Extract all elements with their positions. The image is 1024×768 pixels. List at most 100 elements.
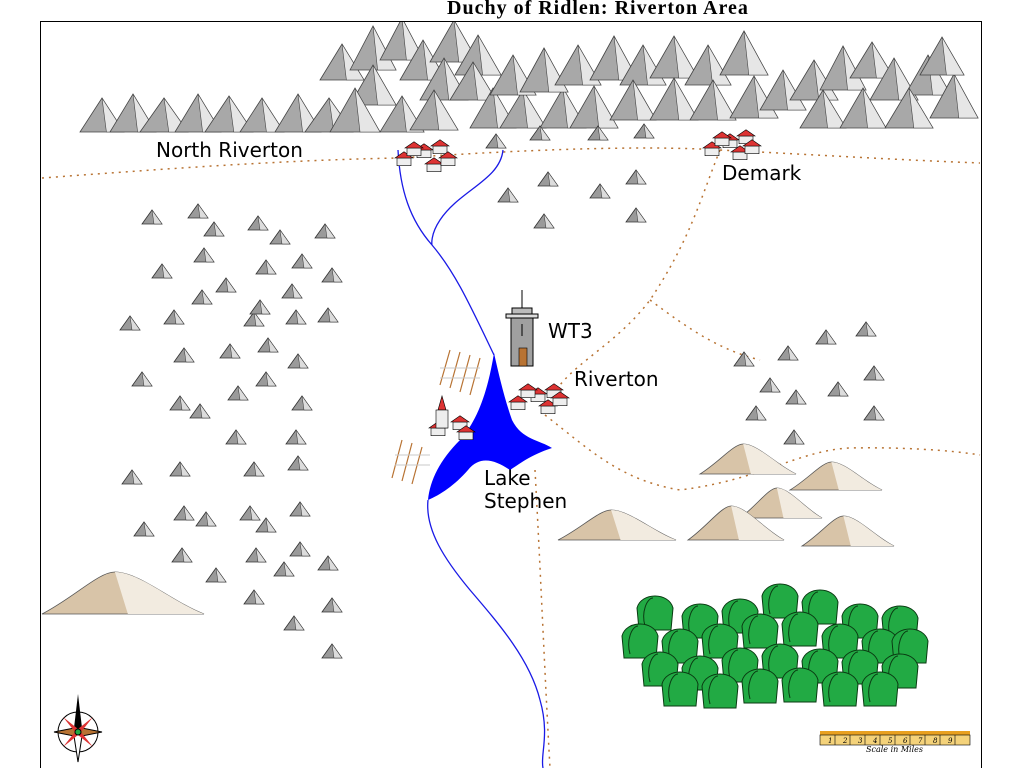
road-branch-east	[649, 299, 761, 361]
mountain-icon	[319, 43, 365, 81]
mountain-icon	[689, 79, 737, 121]
rock-icon	[827, 381, 849, 397]
rock-icon	[205, 567, 227, 583]
watchtower-icon	[505, 290, 539, 367]
rock-icon	[815, 329, 837, 345]
rock-icon	[281, 283, 303, 299]
forest	[621, 583, 929, 709]
scale-caption: Scale in Miles	[866, 745, 923, 754]
mountain-icon	[839, 87, 887, 129]
tree-icon	[741, 668, 779, 704]
rock-icon	[317, 307, 339, 323]
rock-icon	[777, 345, 799, 361]
scale-tick-label: 8	[933, 737, 938, 745]
rock-icon	[283, 615, 305, 631]
rock-icon	[119, 315, 141, 331]
scale-tick-label: 4	[872, 737, 877, 745]
tree-icon	[636, 595, 674, 631]
rock-icon	[287, 455, 309, 471]
scale-tick-label: 9	[948, 737, 953, 745]
rock-icon	[783, 429, 805, 445]
rock-icon	[255, 259, 277, 275]
map-frame	[40, 21, 982, 768]
rock-icon	[625, 169, 647, 185]
rock-icon	[189, 403, 211, 419]
rock-icon	[151, 263, 173, 279]
rock-icon	[633, 123, 655, 139]
lake-stephen	[428, 353, 552, 500]
rock-icon	[759, 377, 781, 393]
rock-icon	[247, 215, 269, 231]
rock-icon	[173, 505, 195, 521]
hill-icon	[738, 487, 823, 519]
rock-icon	[243, 461, 265, 477]
tree-icon	[661, 671, 699, 707]
rock-icon	[203, 221, 225, 237]
village-icon	[394, 139, 458, 172]
mountain-icon	[379, 95, 425, 133]
mountain-icon	[819, 45, 867, 91]
rock-icon	[141, 209, 163, 225]
rock-icon	[287, 353, 309, 369]
rock-icon	[321, 267, 343, 283]
rock-icon	[255, 371, 277, 387]
tree-icon	[701, 623, 739, 659]
rock-icon	[191, 289, 213, 305]
scale-tick-label: 1	[828, 737, 832, 745]
hill-icon	[686, 505, 785, 541]
rock-icon	[533, 213, 555, 229]
mountain-range	[79, 22, 979, 133]
rock-icon	[163, 309, 185, 325]
rock-icon	[255, 517, 277, 533]
tree-icon	[861, 671, 899, 707]
rock-icon	[317, 555, 339, 571]
rock-icon	[257, 337, 279, 353]
mountain-icon	[719, 30, 769, 76]
scale-tick-label: 7	[918, 737, 923, 745]
tree-icon	[821, 623, 859, 659]
rock-icon	[225, 429, 247, 445]
mountain-icon	[329, 87, 381, 133]
rock-icon	[529, 125, 551, 141]
rock-icon	[785, 389, 807, 405]
mountain-icon	[499, 89, 547, 129]
hills	[41, 443, 895, 615]
rock-icon	[187, 203, 209, 219]
rock-icon	[745, 405, 767, 421]
label-demark: Demark	[722, 161, 802, 185]
hill-icon	[788, 461, 883, 491]
scale-tick-label: 5	[888, 737, 893, 745]
tree-icon	[741, 613, 779, 649]
village-icon	[508, 383, 570, 414]
villages	[394, 129, 762, 440]
rock-icon	[587, 125, 609, 141]
tree-icon	[701, 673, 739, 709]
rock-icon	[239, 505, 261, 521]
rock-icon	[863, 365, 885, 381]
rock-icon	[273, 561, 295, 577]
rock-icon	[733, 351, 755, 367]
rock-icon	[863, 405, 885, 421]
mountain-icon	[919, 36, 965, 76]
rock-icon	[227, 385, 249, 401]
label-riverton: Riverton	[574, 367, 659, 391]
rock-icon	[171, 547, 193, 563]
rock-icon	[291, 395, 313, 411]
rock-icon	[589, 183, 611, 199]
mountain-icon	[929, 73, 979, 119]
village-icon	[702, 129, 762, 160]
rock-icon	[243, 311, 265, 327]
label-lake-line1: Lake	[484, 466, 531, 490]
mountain-icon	[349, 64, 397, 106]
tree-icon	[821, 671, 859, 707]
rock-icon	[245, 547, 267, 563]
rock-icon	[289, 541, 311, 557]
mountain-icon	[649, 77, 699, 121]
compass-rose-icon	[53, 694, 103, 763]
rock-icon	[121, 469, 143, 485]
map-title: Duchy of Ridlen: Riverton Area	[447, 0, 749, 19]
rock-icon	[269, 229, 291, 245]
rock-icon	[537, 171, 559, 187]
road-riverton-east	[544, 414, 981, 491]
